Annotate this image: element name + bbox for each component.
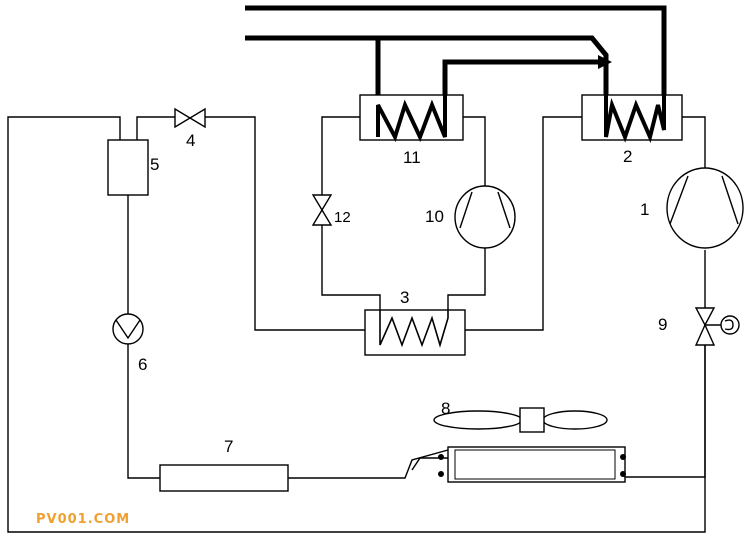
label-8: 8 [441,399,450,418]
label-7: 7 [224,437,233,456]
fan-8-icon [433,407,608,433]
valve-12-icon [311,194,333,226]
pipe-hx3-to-hx2 [465,116,582,331]
pipe-valve12-to-hx3 [321,225,381,310]
coil-11-icon [376,70,447,143]
label-3: 3 [400,288,409,307]
label-11: 11 [403,148,421,167]
pipe-hx11-to-compressor10 [463,116,486,186]
label-10: 10 [425,207,444,226]
pipe-tank-to-valve4 [136,116,175,140]
valve-4-icon [174,107,206,129]
pipe-hx11-to-valve12 [321,116,360,195]
label-9: 9 [658,315,667,334]
pipe-valve4-to-hx3 [205,116,365,331]
label-1: 1 [640,200,649,219]
watermark-text: PV001.COM [36,512,130,527]
pipe-valve9-to-evaporator [625,345,706,478]
label-2: 2 [623,147,632,166]
label-6: 6 [138,355,147,374]
thin-piping [7,116,706,533]
pipe-component7-to-evaporator [288,449,449,479]
thick-line-hx11-right [442,59,604,138]
label-4: 4 [186,131,195,150]
label-5: 5 [150,155,159,174]
component-7 [159,464,289,492]
pipe-hx2-to-compressor1 [682,116,706,168]
compressor-1 [666,167,744,249]
coil-3-icon [379,310,449,348]
valve-9-icon [694,307,740,346]
tank-5 [107,139,149,196]
pipe-compressor10-to-hx3 [447,248,486,310]
coil-2-icon [604,8,666,144]
heat-exchanger-3 [364,309,466,356]
compressor-10 [454,185,516,249]
heat-exchanger-2 [581,8,683,144]
pipe-evaporator-inlet-2 [411,457,448,471]
label-12: 12 [334,209,351,226]
heat-exchanger-11 [359,70,464,143]
pipe-pump-to-component7 [127,344,160,479]
evaporator-coil [438,446,626,483]
pipe-outer-loop [7,116,706,533]
pump-6-icon [112,313,144,345]
